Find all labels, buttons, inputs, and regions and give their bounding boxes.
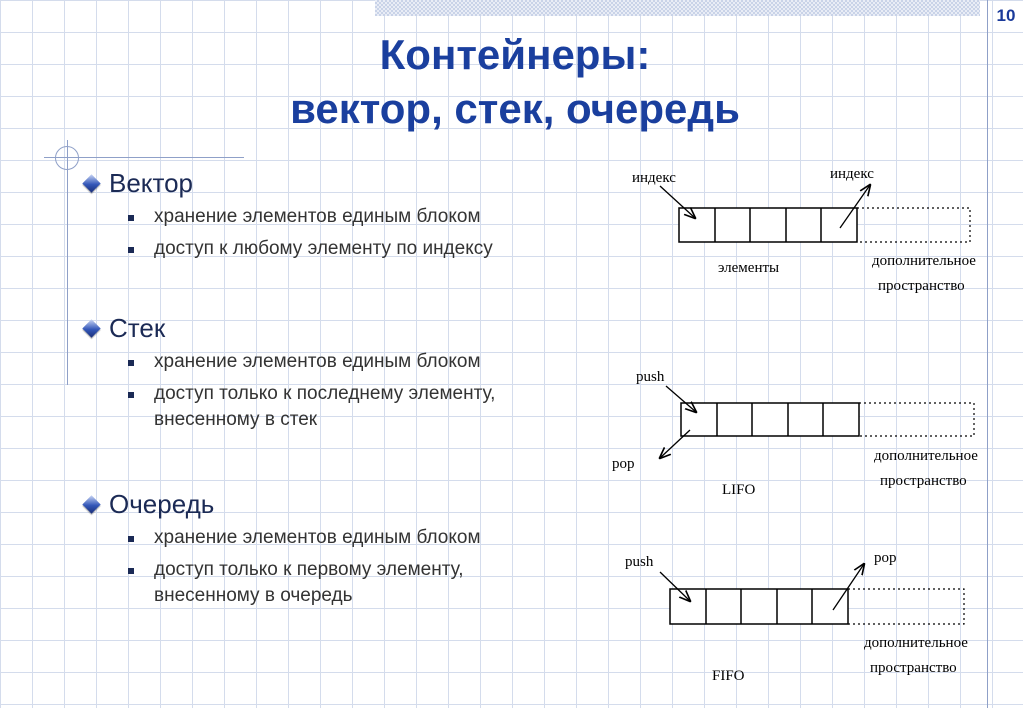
section-title: Вектор — [109, 167, 194, 198]
vector-extra-label-2: пространство — [878, 278, 965, 294]
list-item: доступ к любому элементу по индексу — [82, 236, 592, 262]
list-item: хранение элементов единым блоком — [82, 349, 592, 375]
title-underline-decor — [44, 157, 244, 158]
list-item: доступ только к первому элементу, внесен… — [82, 557, 592, 609]
right-decor-line — [987, 0, 988, 708]
vector-index-right-label: индекс — [830, 166, 874, 182]
list-item: хранение элементов единым блоком — [82, 525, 592, 551]
left-decor-line — [67, 140, 68, 385]
square-bullet-icon — [128, 215, 134, 221]
vector-extra-label-1: дополнительное — [872, 253, 976, 269]
stack-extra-label-2: пространство — [880, 473, 967, 489]
queue-fifo-label: FIFO — [712, 668, 745, 684]
square-bullet-icon — [128, 568, 134, 574]
queue-diagram: push pop FIFO дополнительное пространств… — [625, 550, 968, 684]
stack-extra-label-1: дополнительное — [874, 448, 978, 464]
queue-extra-label-2: пространство — [870, 660, 957, 676]
queue-pop-label: pop — [874, 550, 897, 566]
section-queue: Очередь хранение элементов единым блоком… — [82, 489, 592, 615]
vector-diagram: индекс индекс элементы дополнительное пр… — [632, 166, 976, 294]
vector-index-left-label: индекс — [632, 170, 676, 186]
square-bullet-icon — [128, 360, 134, 366]
section-title: Стек — [109, 312, 166, 343]
slide-title: Контейнеры: вектор, стек, очередь — [150, 28, 880, 136]
stack-lifo-label: LIFO — [722, 482, 756, 498]
queue-extra-label-1: дополнительное — [864, 635, 968, 651]
top-decor-band — [375, 0, 980, 16]
section-title: Очередь — [109, 488, 215, 519]
slide-number: 10 — [996, 6, 1016, 25]
title-line-1: Контейнеры: — [379, 31, 651, 78]
circle-decor — [55, 146, 79, 170]
list-item: хранение элементов единым блоком — [82, 204, 592, 230]
section-stack: Стек хранение элементов единым блоком до… — [82, 313, 592, 439]
title-line-2: вектор, стек, очередь — [290, 85, 740, 132]
stack-pop-label: pop — [612, 456, 635, 472]
queue-push-label: push — [625, 554, 654, 570]
stack-diagram: push pop LIFO дополнительное пространств… — [612, 369, 978, 498]
vector-elements-label: элементы — [718, 260, 779, 276]
square-bullet-icon — [128, 247, 134, 253]
stack-push-label: push — [636, 369, 665, 385]
section-vector: Вектор хранение элементов единым блоком … — [82, 168, 592, 268]
list-item: доступ только к последнему элементу, вне… — [82, 381, 592, 433]
square-bullet-icon — [128, 392, 134, 398]
square-bullet-icon — [128, 536, 134, 542]
